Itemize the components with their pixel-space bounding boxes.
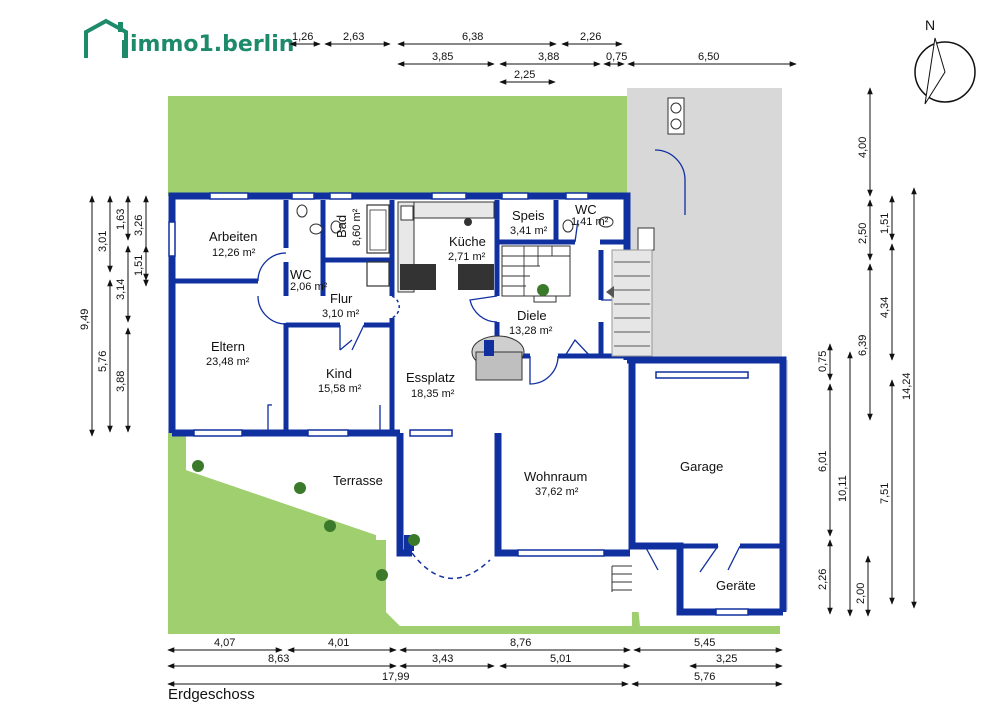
dim-bottom1-3: 5,45 [694, 637, 715, 649]
room-area-bad: 8,60 m² [351, 208, 363, 246]
room-name-kind: Kind [326, 366, 352, 381]
dim-top1-2: 6,38 [462, 31, 483, 43]
room-name-wc1: WC [290, 267, 312, 282]
dim-right-d-0: 10,11 [837, 475, 849, 502]
room-name-flur: Flur [330, 291, 353, 306]
compass-label: N [925, 17, 935, 33]
dim-top2-1: 3,88 [538, 51, 559, 63]
dim-left-inner-1: 3,14 [115, 279, 127, 300]
terrace-steps [186, 433, 632, 626]
dim-right-b-1: 4,34 [879, 297, 891, 318]
dim-bottom1-1: 4,01 [328, 637, 349, 649]
room-area-diele: 13,28 m² [509, 325, 553, 337]
room-area-speis: 3,41 m² [510, 225, 548, 237]
room-name-wohnraum: Wohnraum [524, 469, 587, 484]
dimension-lines [89, 41, 917, 687]
dim-right-total-0: 14,24 [901, 372, 913, 400]
dim-bottom2-1: 3,43 [432, 653, 453, 665]
dim-bottom1-0: 4,07 [214, 637, 235, 649]
brand-logo-icon [84, 18, 128, 58]
room-name-speis: Speis [512, 208, 545, 223]
dim-left-small-0: 3,26 [133, 215, 145, 236]
dim-top1-0: 1,26 [292, 31, 313, 43]
dim-bottom1-2: 8,76 [510, 637, 531, 649]
room-name-geraete: Geräte [716, 578, 756, 593]
room-name-kueche: Küche [449, 234, 486, 249]
north-compass-icon [914, 37, 976, 106]
dim-right-c-1: 6,01 [817, 451, 829, 472]
dim-bottom2-2: 5,01 [550, 653, 571, 665]
dim-top1-1: 2,63 [343, 31, 364, 43]
room-name-wc2: WC [575, 202, 597, 217]
dim-bottom2-3: 3,25 [716, 653, 737, 665]
door-swings [257, 149, 741, 573]
room-area-wohnraum: 37,62 m² [535, 486, 579, 498]
room-name-arbeiten: Arbeiten [209, 229, 257, 244]
dim-right-c-2: 2,26 [817, 569, 829, 590]
dim-left-small-1: 1,51 [133, 255, 145, 276]
room-area-kueche: 2,71 m² [448, 251, 486, 263]
dim-right-a-1: 2,50 [857, 223, 869, 244]
room-name-diele: Diele [517, 308, 547, 323]
room-labels: Arbeiten 12,26 m² Bad 8,60 m² WC 2,06 m²… [206, 202, 756, 593]
room-area-arbeiten: 12,26 m² [212, 247, 256, 259]
floor-label: Erdgeschoss [168, 686, 255, 703]
driveway-paving [627, 88, 782, 360]
dim-top2-3: 6,50 [698, 51, 719, 63]
room-name-terrasse: Terrasse [333, 473, 383, 488]
room-name-essplatz: Essplatz [406, 370, 455, 385]
dimension-labels: 1,26 2,63 6,38 2,26 3,85 3,88 0,75 6,50 … [79, 31, 913, 683]
plant-icons [192, 284, 549, 581]
dim-top2-2: 0,75 [606, 51, 627, 63]
dim-top2-0: 3,85 [432, 51, 453, 63]
room-area-essplatz: 18,35 m² [411, 388, 455, 400]
room-area-eltern: 23,48 m² [206, 356, 250, 368]
lawn-strip [168, 96, 628, 196]
dim-right-b-0: 1,51 [879, 213, 891, 234]
dim-top1-3: 2,26 [580, 31, 601, 43]
room-name-garage: Garage [680, 459, 723, 474]
room-area-wc1: 2,06 m² [290, 281, 328, 293]
dim-left-inner-2: 3,88 [115, 371, 127, 392]
room-name-bad: Bad [334, 215, 349, 238]
bay-window-arc [411, 552, 491, 580]
dim-bottom3-1: 5,76 [694, 671, 715, 683]
brand-name: immo1.berlin [130, 32, 295, 57]
dim-right-c-0: 0,75 [817, 351, 829, 372]
dim-top3-0: 2,25 [514, 69, 535, 81]
room-name-eltern: Eltern [211, 339, 245, 354]
room-area-flur: 3,10 m² [322, 308, 360, 320]
dim-left-inner-0: 1,63 [115, 209, 127, 230]
dim-right-b-2: 7,51 [879, 483, 891, 504]
flur-arc [391, 295, 400, 319]
dim-right-a-0: 4,00 [857, 137, 869, 158]
dim-right-d-1: 2,00 [855, 583, 867, 604]
dim-bottom3-0: 17,99 [382, 671, 410, 683]
dim-bottom2-0: 8,63 [268, 653, 289, 665]
dim-left-outer-0: 9,49 [79, 309, 91, 330]
fixtures [296, 97, 685, 592]
room-area-wc2: 1,41 m² [571, 216, 609, 228]
dim-left-mid-1: 5,76 [97, 351, 109, 372]
windows [168, 192, 749, 616]
dim-right-a-2: 6,39 [857, 335, 869, 356]
room-area-kind: 15,58 m² [318, 383, 362, 395]
dim-left-mid-0: 3,01 [97, 231, 109, 252]
